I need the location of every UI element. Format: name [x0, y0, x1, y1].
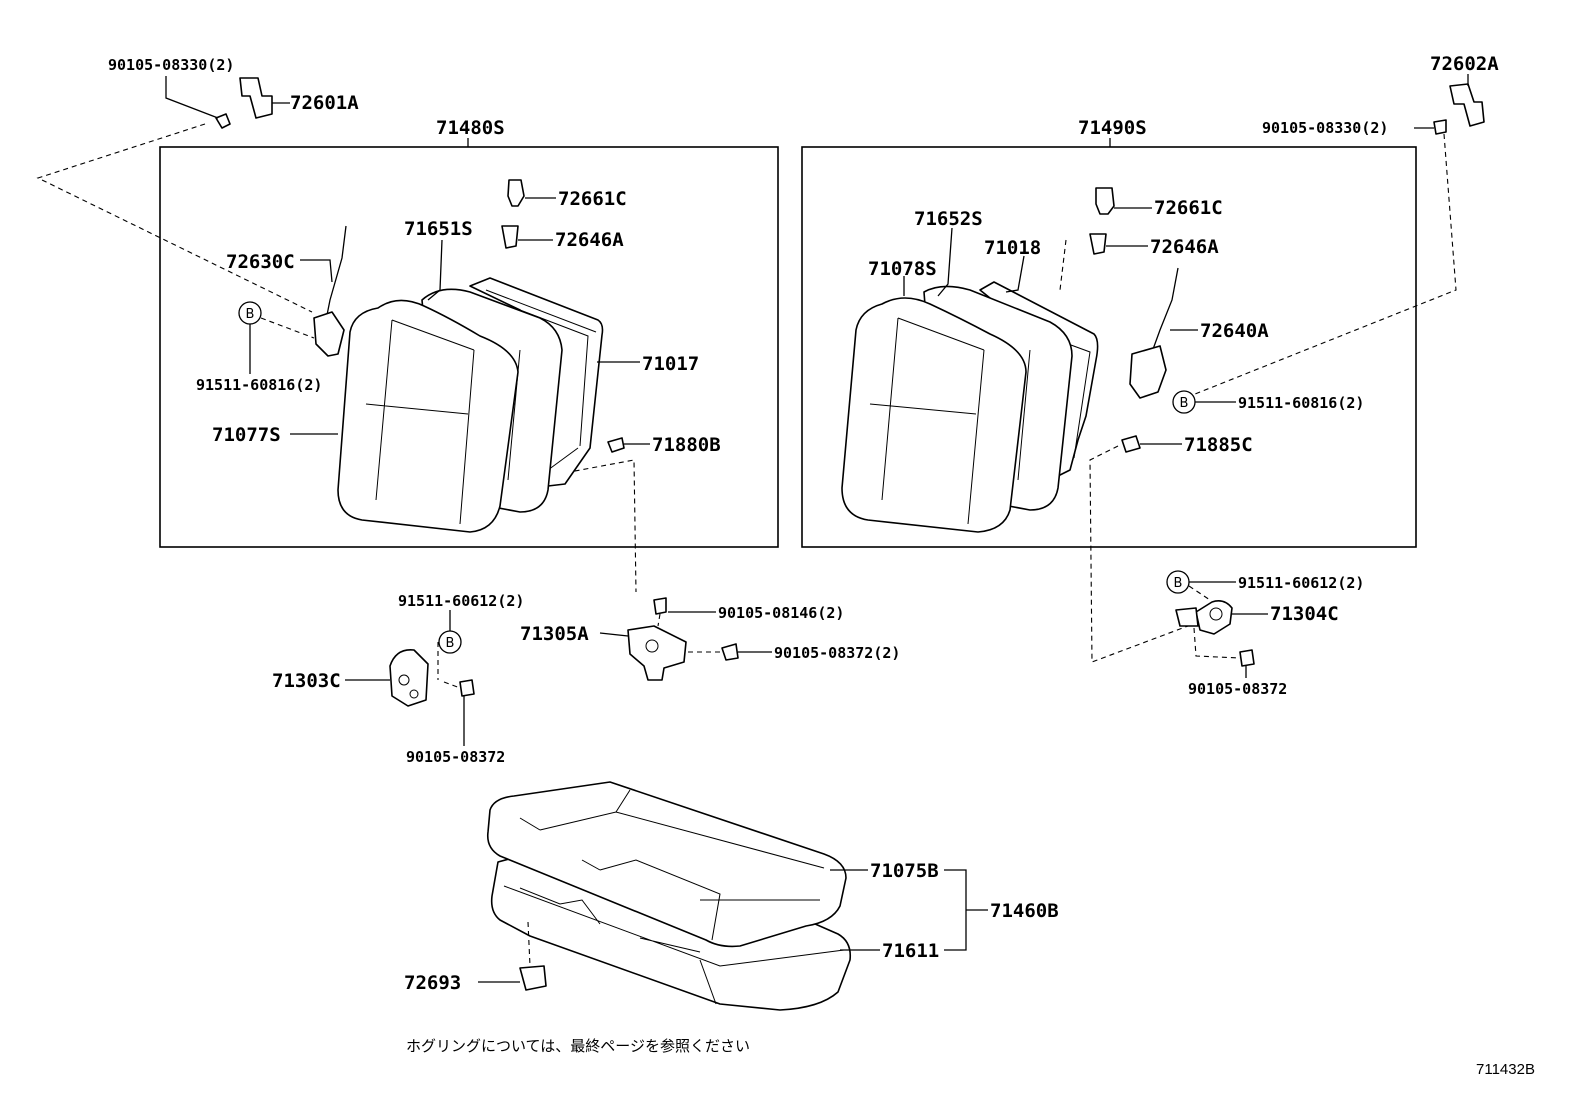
label-90105-08146: 90105-08146(2) [718, 604, 844, 622]
label-72661C-right: 72661C [1154, 197, 1223, 219]
label-90105-08372-left: 90105-08372 [406, 748, 505, 766]
bolt-90105-08372-center [721, 643, 739, 661]
label-71303C: 71303C [272, 670, 341, 692]
hinge-72661C-right [1095, 187, 1115, 215]
label-90105-08372-right: 90105-08372 [1188, 680, 1287, 698]
label-72661C-left: 72661C [558, 188, 627, 210]
label-72630C: 72630C [226, 251, 295, 273]
label-71018: 71018 [984, 237, 1041, 259]
bushing-72646A-right [1089, 233, 1107, 255]
label-91511-60612-left: 91511-60612(2) [398, 592, 524, 610]
marker-b-text: B [1180, 396, 1189, 411]
clip-72693 [519, 965, 547, 991]
diagram-code: 711432B [1476, 1061, 1535, 1078]
label-72646A-right: 72646A [1150, 236, 1219, 258]
label-72693: 72693 [404, 972, 461, 994]
label-71305A: 71305A [520, 623, 589, 645]
label-71017: 71017 [642, 353, 699, 375]
bolt-90105-08372-right [1239, 649, 1255, 667]
label-91511-60612-right: 91511-60612(2) [1238, 574, 1364, 592]
bushing-72646A-left [501, 225, 519, 249]
left-seatback-assembly-box [159, 146, 779, 548]
marker-b-text: B [246, 307, 255, 322]
marker-b-text: B [446, 636, 455, 651]
bolt-90105-08372-left [459, 679, 475, 697]
marker-b-text: B [1174, 576, 1183, 591]
label-90105-08372-center: 90105-08372(2) [774, 644, 900, 662]
label-91511-60816-left: 91511-60816(2) [196, 376, 322, 394]
label-71460B: 71460B [990, 900, 1059, 922]
hog-ring-note: ホグリングについては、最終ページを参照ください [406, 1037, 750, 1055]
hinge-72661C-left [507, 179, 525, 207]
label-71652S: 71652S [914, 208, 983, 230]
bracket-71305A [627, 625, 687, 681]
label-72602A: 72602A [1430, 53, 1499, 75]
label-72601A: 72601A [290, 92, 359, 114]
label-71304C: 71304C [1270, 603, 1339, 625]
label-90105-08330-right: 90105-08330(2) [1262, 119, 1388, 137]
label-71651S: 71651S [404, 218, 473, 240]
screw-71885C [1121, 435, 1141, 453]
label-71880B: 71880B [652, 434, 721, 456]
bolt-90105-08330-left [215, 113, 231, 129]
bolt-90105-08146 [653, 597, 667, 615]
label-90105-08330-left: 90105-08330(2) [108, 56, 234, 74]
label-71490S: 71490S [1078, 117, 1147, 139]
right-seatback-assembly-box [801, 146, 1417, 548]
bolt-90105-08330-right [1433, 119, 1447, 135]
label-71885C: 71885C [1184, 434, 1253, 456]
screw-71880B [607, 437, 625, 453]
seat-cushion-cover-71075B [486, 781, 847, 948]
lock-striker-72602A [1449, 83, 1485, 127]
label-71077S: 71077S [212, 424, 281, 446]
lock-72640A [1129, 345, 1167, 399]
label-71075B: 71075B [870, 860, 939, 882]
label-71078S: 71078S [868, 258, 937, 280]
label-71611: 71611 [882, 940, 939, 962]
hinge-71304C [1195, 600, 1233, 635]
label-71480S: 71480S [436, 117, 505, 139]
hinge-71304C-tab [1175, 607, 1199, 627]
label-72646A-left: 72646A [555, 229, 624, 251]
lock-striker-72601A [239, 77, 273, 119]
seat-cushion-pad-71611 [490, 855, 852, 1011]
label-91511-60816-right: 91511-60816(2) [1238, 394, 1364, 412]
seatback-cover-71078S [841, 297, 1027, 533]
lock-72630C [313, 311, 345, 357]
label-72640A: 72640A [1200, 320, 1269, 342]
